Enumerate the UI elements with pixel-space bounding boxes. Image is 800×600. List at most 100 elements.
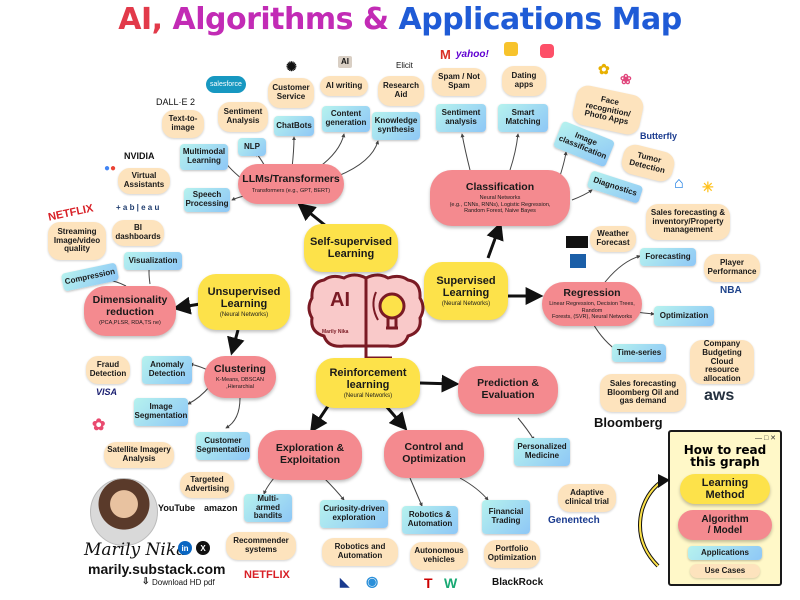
tesla-icon: T	[424, 575, 433, 591]
app-knowledge-synthesis[interactable]: Knowledge synthesis	[372, 112, 420, 140]
gmail-icon: M	[440, 47, 451, 62]
link-llm-knowledge	[337, 140, 380, 177]
app-forecasting[interactable]: Forecasting	[640, 248, 696, 266]
uc-targeted-advertising[interactable]: Targeted Advertising	[180, 472, 234, 498]
uc-sales-forecasting-bloomberg[interactable]: Sales forecasting Bloomberg Oil and gas …	[600, 374, 686, 412]
youtube-logo: YouTube	[158, 503, 196, 513]
arrow-rl-control	[384, 405, 408, 431]
linkedin-icon[interactable]: in	[178, 541, 192, 555]
link-pred-medicine	[517, 417, 535, 441]
app-financial-trading[interactable]: Financial Trading	[482, 500, 530, 534]
legend-window-controls[interactable]: — □ ✕	[755, 435, 776, 442]
satellite-icon: ✿	[92, 417, 106, 434]
title-part-3: Applications Map	[398, 2, 683, 37]
uc-weather-forecast[interactable]: Weather Forecast	[590, 226, 636, 252]
clustering-sub: K-Means, DBSCAN ,Hierarchial	[216, 377, 264, 390]
app-robotics-automation[interactable]: Robotics & Automation	[402, 506, 458, 534]
weather-app-icon	[566, 236, 588, 248]
title-part-1: AI,	[118, 2, 173, 37]
uc-streaming-quality[interactable]: Streaming Image/video quality	[48, 222, 106, 260]
regression-sub: Linear Regression, Decision Trees, Rando…	[549, 301, 635, 320]
app-image-segmentation[interactable]: Image Segmentation	[134, 398, 188, 426]
uc-customer-service[interactable]: Customer Service	[268, 78, 314, 108]
app-sentiment-analysis[interactable]: Sentiment analysis	[436, 104, 486, 132]
salesforce-logo: salesforce	[206, 76, 246, 93]
uc-portfolio-optimization[interactable]: Portfolio Optimization	[484, 540, 540, 568]
unsupervised-label: Unsupervised Learning	[207, 285, 281, 310]
uc-spam-detection[interactable]: Spam / Not Spam	[432, 68, 486, 96]
uc-bi-dashboards[interactable]: BI dashboards	[112, 220, 164, 246]
zillow-icon: ⌂	[674, 175, 684, 192]
openai-icon: ✺	[286, 59, 297, 74]
unsupervised-learning[interactable]: Unsupervised Learning(Neural Networks)	[198, 274, 290, 330]
app-optimization[interactable]: Optimization	[654, 306, 714, 326]
robotics-logo-icon: ◣	[340, 575, 350, 589]
link-cls-diagnostics	[571, 189, 593, 201]
bloomberg-logo: Bloomberg	[594, 415, 663, 430]
x-icon[interactable]: X	[196, 541, 210, 555]
uc-player-performance[interactable]: Player Performance	[704, 254, 760, 282]
prediction-evaluation[interactable]: Prediction & Evaluation	[458, 366, 558, 414]
uc-recommender-systems[interactable]: Recommender systems	[226, 532, 296, 560]
app-visualization[interactable]: Visualization	[124, 252, 182, 270]
uc-sales-forecasting-inventory[interactable]: Sales forecasting & inventory/Property m…	[646, 204, 730, 240]
app-speech-processing[interactable]: Speech Processing	[184, 188, 230, 212]
ai-center-label: AI	[330, 289, 350, 311]
legend-title: How to read this graph	[683, 443, 767, 469]
google-assistant-icon: ●●	[104, 163, 117, 174]
exploration-exploitation[interactable]: Exploration & Exploitation	[258, 430, 362, 480]
download-link[interactable]: Download HD pdf	[152, 578, 215, 587]
download-icon: ⇩	[142, 576, 150, 586]
author-site-link[interactable]: marily.substack.com	[88, 561, 226, 577]
brain-icon	[307, 273, 425, 360]
app-anomaly-detection[interactable]: Anomaly Detection	[142, 356, 192, 384]
link-cls-imagecls	[559, 151, 568, 177]
app-nlp[interactable]: NLP	[238, 138, 266, 156]
link-ctl-robotics	[409, 477, 423, 507]
author-name: Marily Nika	[84, 540, 187, 560]
link-ctl-trading	[459, 477, 489, 501]
arrow-unsup-clustering	[227, 329, 245, 356]
classification-label: Classification	[465, 180, 535, 193]
uc-virtual-assistants[interactable]: Virtual Assistants	[118, 168, 170, 194]
app-content-generation[interactable]: Content generation	[322, 106, 370, 132]
llms-sub: Transformers (e.g., GPT, BERT)	[251, 187, 331, 194]
uc-robotics-automation[interactable]: Robotics and Automation	[322, 538, 398, 566]
app-multimodal-learning[interactable]: Multimodal Learning	[180, 144, 228, 170]
supervised-learning[interactable]: Supervised Learning(Neural Networks)	[424, 262, 508, 320]
arrow-selfsup-llm	[297, 202, 327, 228]
control-optimization[interactable]: Control and Optimization	[384, 430, 484, 478]
uc-sentiment-analysis[interactable]: Sentiment Analysis	[218, 102, 268, 132]
reinforcement-learning[interactable]: Reinforcement learning(Neural Networks)	[316, 358, 420, 408]
arrow-rl-prediction	[419, 374, 460, 393]
uc-text-to-image[interactable]: Text-to- image	[162, 110, 204, 138]
app-smart-matching[interactable]: Smart Matching	[498, 104, 548, 132]
app-curiosity-exploration[interactable]: Curiosity-driven exploration	[320, 500, 388, 528]
exploration-label: Exploration & Exploitation	[275, 442, 345, 466]
app-customer-segmentation[interactable]: Customer Segmentation	[196, 432, 250, 460]
legend-panel: — □ ✕ How to read this graph Learning Me…	[668, 430, 782, 586]
self-supervised-learning[interactable]: Self-supervised Learning	[304, 224, 398, 272]
uc-ai-writing[interactable]: AI writing	[320, 76, 368, 96]
uc-satellite-imagery[interactable]: Satellite Imagery Analysis	[104, 442, 174, 468]
uc-autonomous-vehicles[interactable]: Autonomous vehicles	[410, 542, 468, 570]
regression-label: Regression	[563, 286, 621, 299]
uc-fraud-detection[interactable]: Fraud Detection	[86, 356, 130, 384]
llms-label: LLMs/Transformers	[242, 173, 340, 186]
uc-adaptive-clinical-trial[interactable]: Adaptive clinical trial	[558, 484, 616, 512]
app-personalized-medicine[interactable]: Personalized Medicine	[514, 438, 570, 466]
app-time-series[interactable]: Time-series	[612, 344, 666, 362]
dimensionality-reduction[interactable]: Dimensionality reduction(PCA,PLSR, RDA,T…	[84, 286, 176, 336]
app-multi-armed-bandits[interactable]: Multi-armed bandits	[244, 494, 292, 522]
uc-company-budgeting[interactable]: Company Budgeting Cloud resource allocat…	[690, 339, 754, 384]
uc-research-aid[interactable]: Research Aid	[378, 76, 424, 106]
uc-dating-apps[interactable]: Dating apps	[502, 66, 546, 96]
arrow-unsup-dimred	[172, 296, 201, 315]
app-chatbots[interactable]: ChatBots	[274, 116, 314, 136]
legend-pointer-arrow	[638, 474, 670, 568]
